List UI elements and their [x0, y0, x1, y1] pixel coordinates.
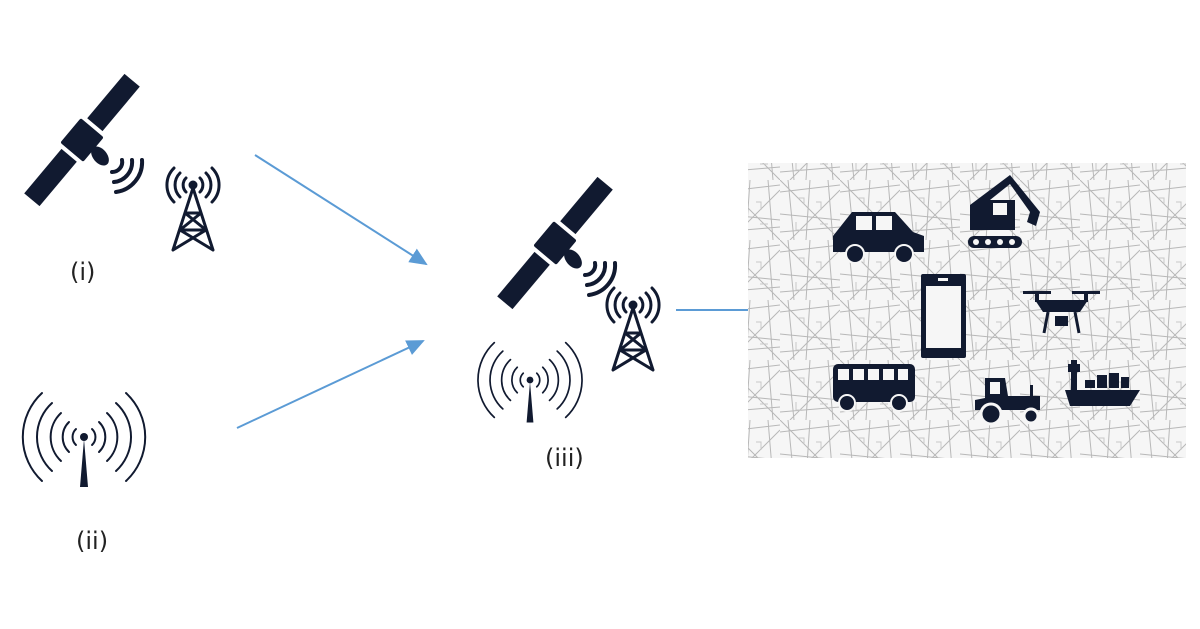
drone-icon	[1023, 291, 1100, 334]
satellite-icon	[491, 171, 619, 315]
arrow-i-to-iii	[254, 154, 428, 266]
arrow-ii-to-iii	[236, 340, 425, 429]
satellite-icon	[18, 68, 146, 212]
car-icon	[833, 212, 924, 264]
label-iii: (iii)	[545, 444, 584, 472]
cell-tower-icon	[165, 166, 221, 252]
radio-antenna-icon	[21, 392, 147, 488]
radio-antenna-icon	[477, 341, 583, 424]
bus-icon	[833, 364, 915, 412]
label-ii: (ii)	[76, 527, 109, 555]
label-i: (i)	[70, 258, 96, 286]
cargo-ship-icon	[1065, 360, 1140, 406]
excavator-icon	[968, 175, 1040, 248]
city-map	[748, 163, 1186, 458]
tractor-icon	[975, 378, 1040, 426]
smartphone-icon	[921, 274, 966, 358]
cell-tower-icon	[605, 286, 661, 372]
